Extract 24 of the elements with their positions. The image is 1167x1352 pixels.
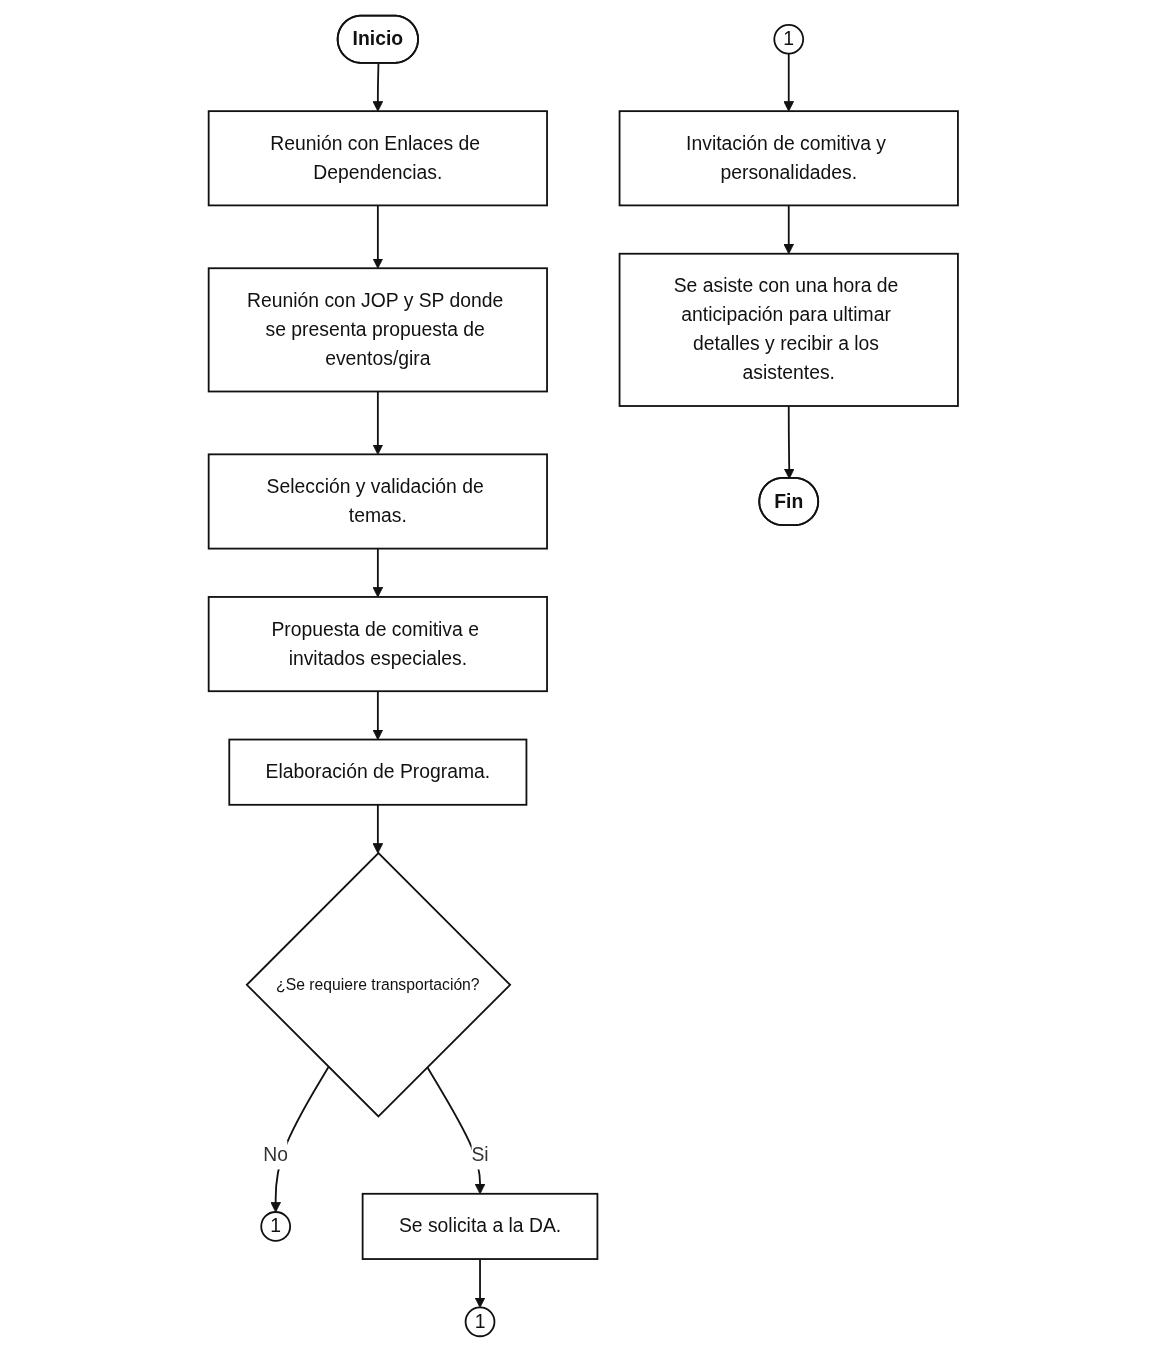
arrow — [372, 204, 384, 269]
arrow — [372, 62, 384, 112]
node-box: Invitación de comitiva y personalidades. — [618, 110, 960, 207]
arrow — [784, 405, 795, 479]
arrow — [372, 547, 384, 598]
node-box: Elaboración de Programa. — [228, 738, 528, 806]
node-diamond: ¿Se requiere transportación? — [245, 851, 512, 1118]
arrow — [474, 1258, 486, 1308]
node-box: Reunión con JOP y SP donde se presenta propuesta de eventos/gira — [207, 267, 549, 393]
node-box: Propuesta de comitiva e invitados especiales. — [207, 596, 549, 693]
arrow — [372, 803, 384, 854]
arrow — [783, 204, 795, 255]
node-circle: 1 — [773, 23, 805, 55]
node-circle: 1 — [260, 1211, 292, 1242]
edge-label: Si — [471, 1144, 489, 1165]
arrow — [783, 52, 795, 112]
node-box: Reunión con Enlaces de Dependencias. — [207, 110, 549, 207]
arrow — [372, 690, 384, 741]
node-circle: 1 — [464, 1306, 496, 1338]
edge-label: No — [263, 1144, 289, 1165]
node-box: Se solicita a la DA. — [361, 1192, 599, 1260]
node-box: Se asiste con una hora de anticipación para ultimar detalles y recibir a los asistentes. — [618, 252, 960, 407]
node-box: Selección y validación de temas. — [207, 453, 549, 550]
arrow — [372, 390, 384, 455]
